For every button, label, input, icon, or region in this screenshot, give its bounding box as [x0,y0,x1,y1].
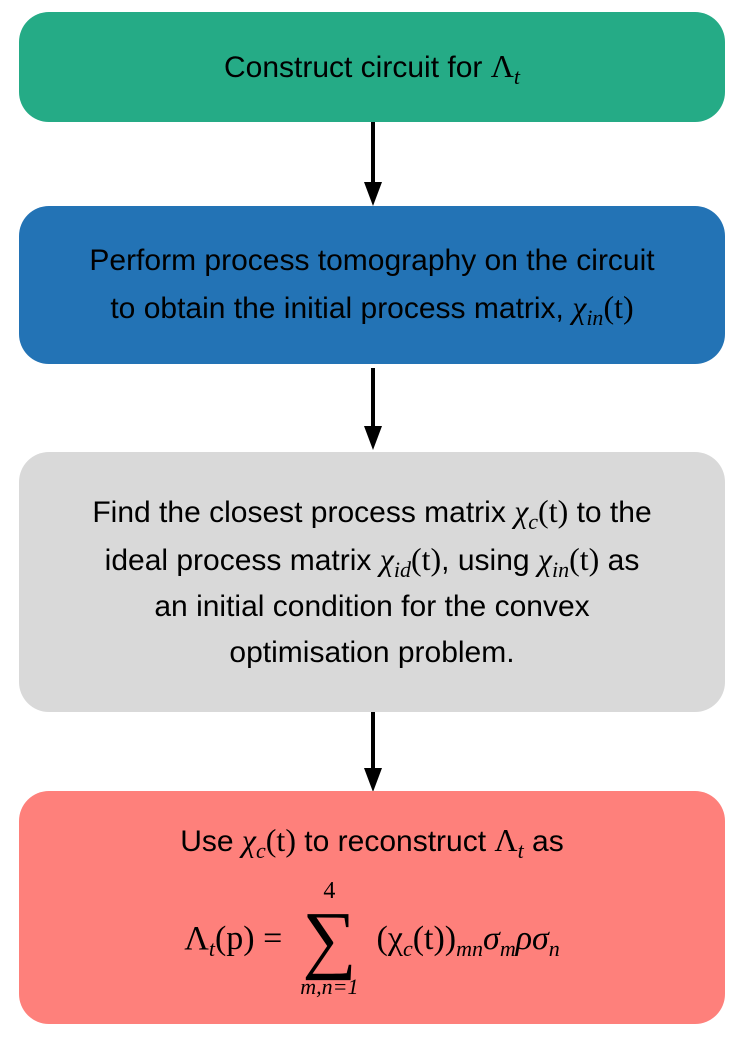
step-2-line-2: to obtain the initial process matrix, χi… [110,284,633,332]
step-closest-process-matrix: Find the closest process matrix χc(t) to… [19,452,725,712]
arrow-3 [364,712,382,792]
time-argument: (t) [603,289,634,325]
step-3-line-3: an initial condition for the convex [154,590,590,623]
rhs-rho-sigma: ρσ [515,919,549,957]
step-3-line-4: optimisation problem. [229,636,515,669]
lambda-subscript: t [517,838,524,864]
lambda-subscript: t [208,935,215,961]
step-4-text-a: Use [180,825,242,859]
sigma-summation-icon: ∑ [302,897,357,982]
time-argument: (t) [569,541,600,577]
rhs-sigma: σ [483,919,500,957]
summation: 4 ∑ m,n=1 [300,879,358,997]
step-3-text-c: ideal process matrix [104,544,380,577]
lambda-symbol: Λt [490,48,520,88]
arrow-1 [364,122,382,206]
chi-in-symbol: χin(t) [572,289,634,329]
equation-rhs: (χc(t))mnσmρσn [377,916,560,962]
step-4-line-1: Use χc(t) to reconstruct Λt as [180,817,564,865]
arrow-2 [364,368,382,450]
chi-glyph: χ [379,541,394,577]
step-construct-circuit: Construct circuit for Λt [19,12,725,122]
chi-in-symbol: χin(t) [537,541,600,581]
sum-upper-limit: 4 [323,878,336,905]
step-2-text: to obtain the initial process matrix, [110,292,573,325]
chi-in-subscript: in [551,557,570,582]
step-3-line-2: ideal process matrix χid(t), using χin(t… [105,536,640,584]
step-3-text-e: as [599,544,640,577]
chi-in-subscript: in [586,305,604,330]
chi-glyph: χ [537,541,552,577]
step-1-text: Construct circuit for Λt [224,43,520,91]
lambda-subscript: t [513,64,521,89]
equation-lhs-argument: (p) = [214,919,283,957]
lambda-glyph: Λ [494,822,518,859]
step-3-line-1: Find the closest process matrix χc(t) to… [92,488,651,536]
step-4-text-b: to reconstruct [295,825,495,859]
step-1-label: Construct circuit for [223,51,491,84]
chi-glyph: χ [572,289,587,325]
step-3-text-a: Find the closest process matrix [92,496,515,529]
lambda-glyph: Λ [184,919,209,957]
chi-c-symbol: χc(t) [514,493,569,533]
chi-c-symbol: χc(t) [241,822,296,862]
step-3-text-d: , using [441,544,538,577]
rhs-chi-subscript: c [402,935,413,961]
lambda-glyph: Λ [490,48,514,84]
step-reconstruct: Use χc(t) to reconstruct Λt as Λt(p) = 4… [19,791,725,1024]
chi-c-subscript: c [256,838,266,864]
rhs-n-subscript: n [548,935,560,961]
chi-glyph: χ [514,493,529,529]
rhs-chi: (χ [376,919,403,957]
time-argument: (t) [265,822,296,859]
reconstruction-equation: Λt(p) = 4 ∑ m,n=1 (χc(t))mnσmρσn [184,879,560,997]
equation-lhs: Λt(p) = [184,916,282,962]
lambda-symbol: Λt [494,822,523,862]
chi-c-subscript: c [528,509,539,534]
chi-glyph: χ [241,822,256,859]
sum-lower-limit: m,n=1 [300,973,359,999]
step-2-line-1: Perform process tomography on the circui… [89,244,655,277]
chi-id-symbol: χid(t) [379,541,442,581]
time-argument: (t) [410,541,442,577]
time-argument: (t) [538,493,569,529]
step-3-text-b: to the [568,496,652,529]
step-4-text-c: as [523,825,564,859]
rhs-m-subscript: m [499,935,516,961]
rhs-time-argument: (t)) [412,919,457,957]
rhs-mn-subscript: mn [456,935,484,961]
chi-id-subscript: id [393,557,411,582]
step-process-tomography: Perform process tomography on the circui… [19,206,725,364]
